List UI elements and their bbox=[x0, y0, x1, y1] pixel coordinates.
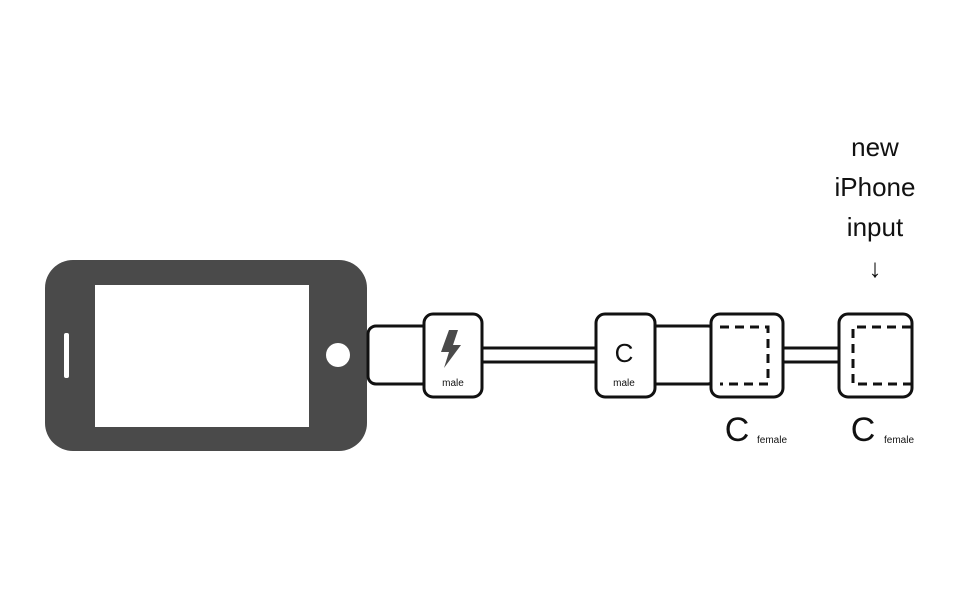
usbc-female-2-letter: C bbox=[851, 411, 876, 449]
usbc-female-1-label: female bbox=[757, 435, 787, 446]
lightning-male-label: male bbox=[442, 378, 464, 389]
cable-1 bbox=[476, 346, 602, 364]
usbc-male-letter: C bbox=[615, 338, 634, 368]
usbc-male-connector bbox=[594, 312, 657, 399]
usbc-female-connector-1 bbox=[709, 312, 785, 399]
cable-2 bbox=[778, 346, 844, 364]
down-arrow-icon: ↓ bbox=[869, 253, 882, 283]
iphone bbox=[45, 260, 367, 451]
lightning-bolt-icon bbox=[441, 330, 461, 368]
usbc-female-2-label: female bbox=[884, 435, 914, 446]
female-port-opening-1 bbox=[720, 325, 770, 386]
annotation-line-1: new bbox=[851, 132, 899, 162]
lightning-plug-housing bbox=[366, 324, 432, 386]
adapter-plug-housing bbox=[646, 324, 718, 386]
usbc-female-1-letter: C bbox=[725, 411, 750, 449]
usbc-female-connector-2 bbox=[837, 312, 914, 399]
annotation-line-2: iPhone bbox=[835, 172, 916, 202]
phone-speaker-slot bbox=[64, 333, 69, 378]
phone-screen bbox=[95, 285, 309, 427]
annotation-line-3: input bbox=[847, 212, 904, 242]
usbc-male-label: male bbox=[613, 378, 635, 389]
female-port-opening-2 bbox=[851, 325, 911, 386]
home-button-icon bbox=[326, 343, 350, 367]
